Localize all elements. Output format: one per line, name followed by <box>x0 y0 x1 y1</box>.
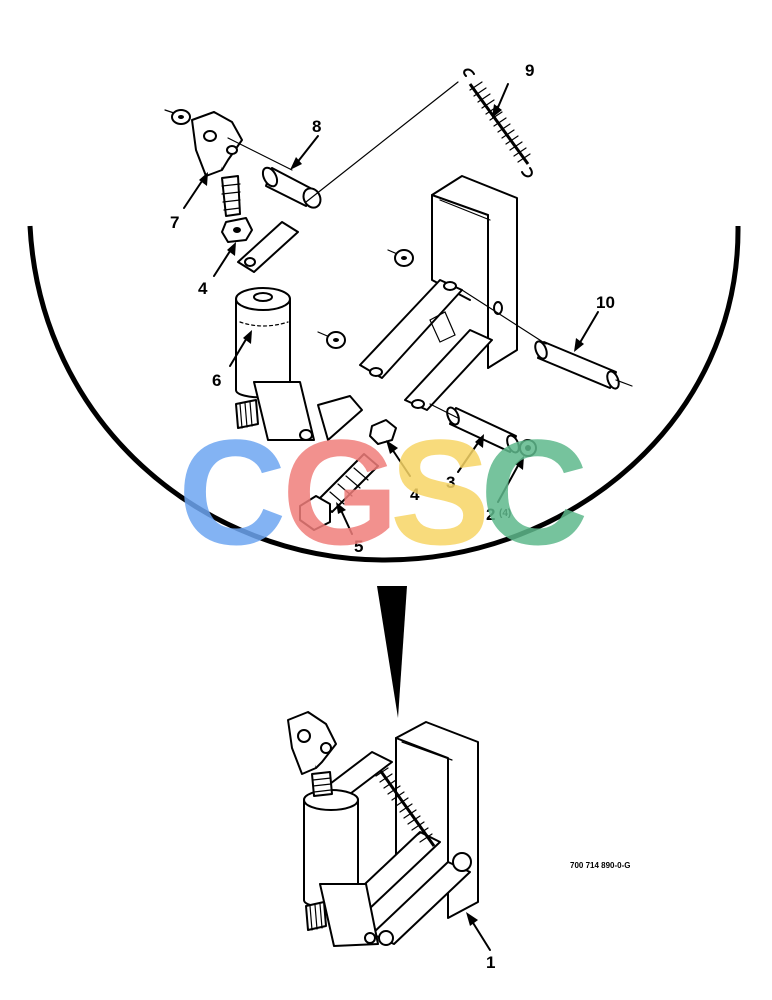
watermark-letter-g: G <box>282 408 399 576</box>
assembled-view <box>287 711 491 951</box>
bolt-item-5 <box>299 453 379 531</box>
pin-item-10 <box>534 340 620 390</box>
plate-hole <box>244 257 256 267</box>
washer-upper-left <box>164 109 191 125</box>
callout-10: 10 <box>596 293 615 312</box>
leader-arrows <box>183 83 599 535</box>
washer-item-2 <box>519 439 537 457</box>
callout-7: 7 <box>170 213 179 232</box>
callout-4-lower: 4 <box>410 485 420 504</box>
pin-item-8 <box>261 166 322 209</box>
watermark-letter-c2: C <box>480 408 588 576</box>
detail-bowl-arc <box>27 225 741 563</box>
washer-arm-left <box>317 331 346 349</box>
callout-6: 6 <box>212 371 221 390</box>
drawing-part-number: 700 714 890-0-G <box>570 861 631 870</box>
pointer-arrow <box>377 586 407 718</box>
center-lines <box>227 81 633 419</box>
callout-5: 5 <box>354 537 363 556</box>
watermark-letter-c1: C <box>178 408 286 576</box>
clevis <box>191 111 243 217</box>
nut-upper <box>221 217 253 243</box>
callout-1: 1 <box>486 953 495 972</box>
watermark-logo: C G S C <box>178 408 588 576</box>
link-plate <box>317 395 363 441</box>
spring-item-9 <box>463 68 533 178</box>
callout-3: 3 <box>446 473 455 492</box>
callout-2-quantity: (4) <box>499 508 511 519</box>
callout-4-upper: 4 <box>198 279 208 298</box>
callout-8: 8 <box>312 117 321 136</box>
arm-plates <box>359 279 493 411</box>
cylinder-assembly <box>235 287 315 441</box>
callout-9: 9 <box>525 61 534 80</box>
washer-bracket-top <box>387 249 414 267</box>
pin-item-3 <box>446 406 520 454</box>
watermark-letter-s: S <box>390 408 490 576</box>
nut-lower <box>369 419 397 445</box>
callout-2: 2 <box>486 505 495 524</box>
